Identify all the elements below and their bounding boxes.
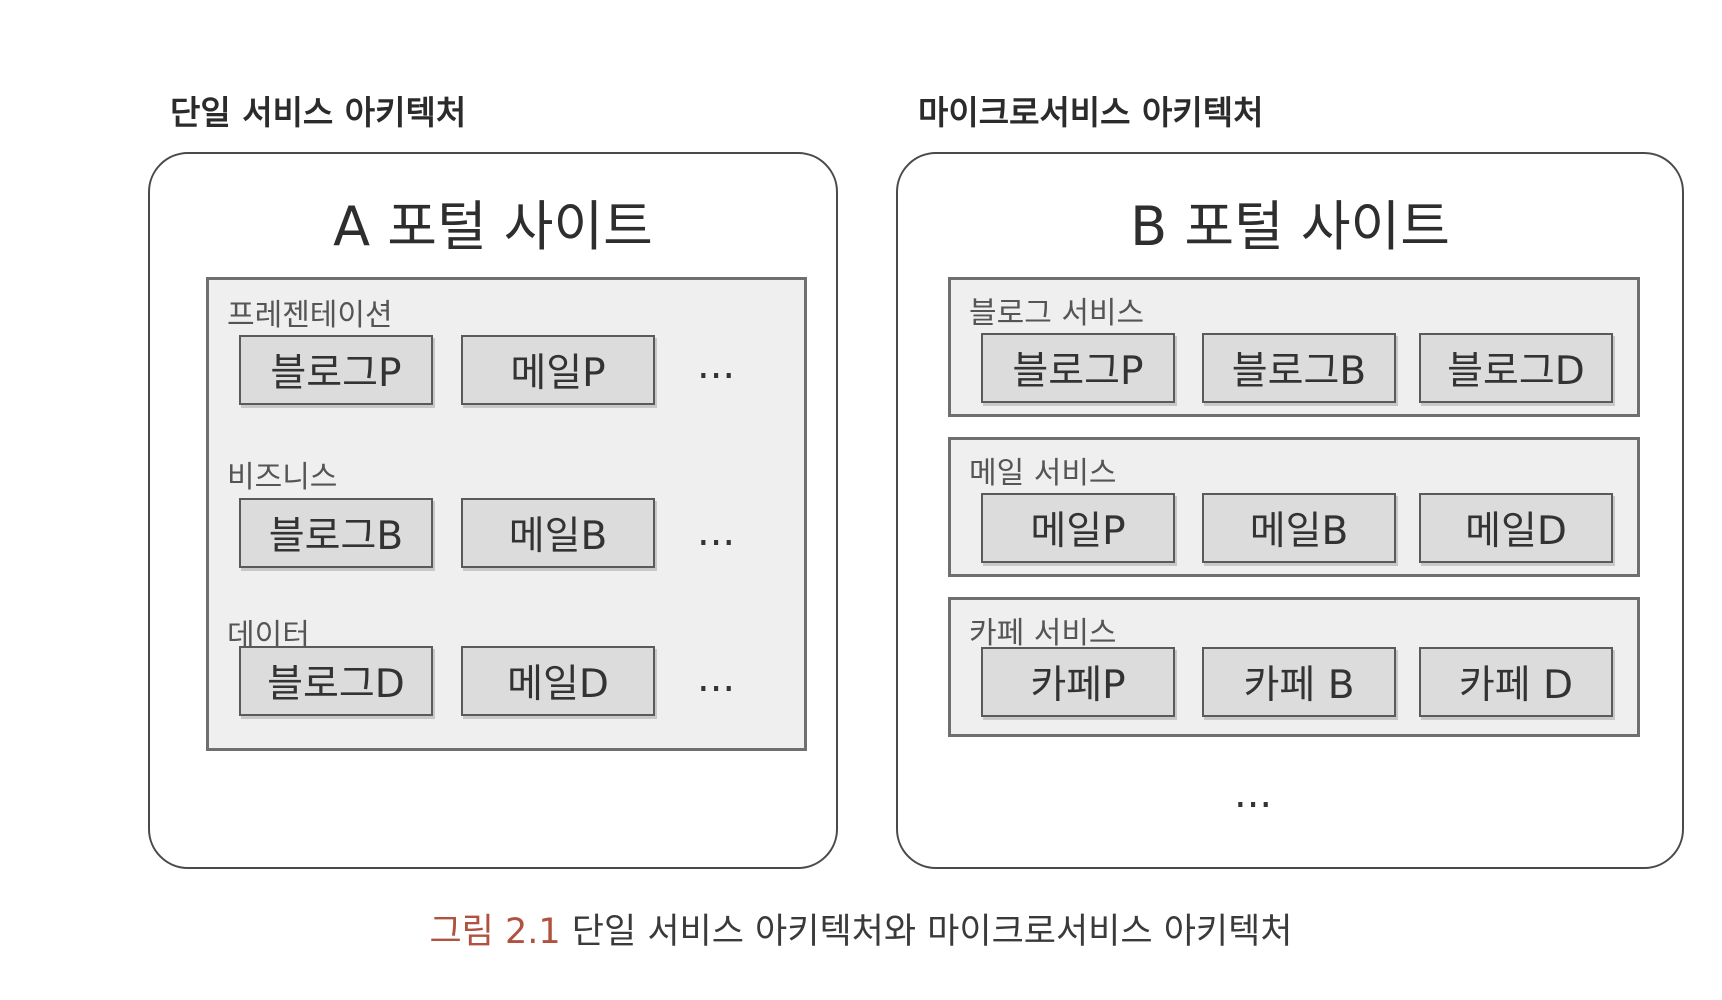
more-ellipsis: ...	[697, 509, 736, 555]
module-block: 블로그P	[981, 333, 1175, 403]
figure-number: 그림 2.1	[429, 912, 561, 952]
more-ellipsis: ...	[697, 342, 736, 388]
portal-a-title: A 포털 사이트	[333, 195, 653, 258]
presentation-layer-label: 프레젠테이션	[227, 298, 393, 333]
more-services-ellipsis: ...	[1234, 771, 1273, 817]
figure-caption: 그림 2.1 단일 서비스 아키텍처와 마이크로서비스 아키텍처	[0, 903, 1722, 954]
figure-caption-text: 단일 서비스 아키텍처와 마이크로서비스 아키텍처	[571, 912, 1293, 952]
blog-service-box: 블로그 서비스 블로그P 블로그B 블로그D	[948, 277, 1640, 417]
module-block: 블로그B	[1202, 333, 1396, 403]
module-block: 블로그P	[239, 335, 433, 405]
module-block: 카페 D	[1419, 647, 1613, 717]
module-block: 메일B	[1202, 493, 1396, 563]
blog-service-label: 블로그 서비스	[969, 296, 1145, 331]
monolith-architecture-heading: 단일 서비스 아키텍처	[170, 93, 467, 132]
cafe-service-box: 카페 서비스 카페P 카페 B 카페 D	[948, 597, 1640, 737]
cafe-service-label: 카페 서비스	[969, 616, 1117, 651]
microservice-architecture-heading: 마이크로서비스 아키텍처	[918, 93, 1264, 132]
mail-service-box: 메일 서비스 메일P 메일B 메일D	[948, 437, 1640, 577]
module-block: 카페 B	[1202, 647, 1396, 717]
module-block: 메일D	[1419, 493, 1613, 563]
more-ellipsis: ...	[697, 655, 736, 701]
portal-a-panel: A 포털 사이트 프레젠테이션 블로그P 메일P ... 비즈니스 블로그B 메…	[148, 152, 838, 869]
module-block: 메일D	[461, 646, 655, 716]
module-block: 블로그B	[239, 498, 433, 568]
module-block: 메일P	[461, 335, 655, 405]
business-layer-label: 비즈니스	[227, 460, 338, 495]
monolith-app-box: 프레젠테이션 블로그P 메일P ... 비즈니스 블로그B 메일B ... 데이…	[206, 277, 807, 751]
module-block: 블로그D	[1419, 333, 1613, 403]
module-block: 블로그D	[239, 646, 433, 716]
module-block: 메일B	[461, 498, 655, 568]
portal-b-title: B 포털 사이트	[1130, 195, 1450, 258]
mail-service-label: 메일 서비스	[969, 456, 1117, 491]
portal-b-panel: B 포털 사이트 블로그 서비스 블로그P 블로그B 블로그D 메일 서비스 메…	[896, 152, 1684, 869]
module-block: 메일P	[981, 493, 1175, 563]
module-block: 카페P	[981, 647, 1175, 717]
